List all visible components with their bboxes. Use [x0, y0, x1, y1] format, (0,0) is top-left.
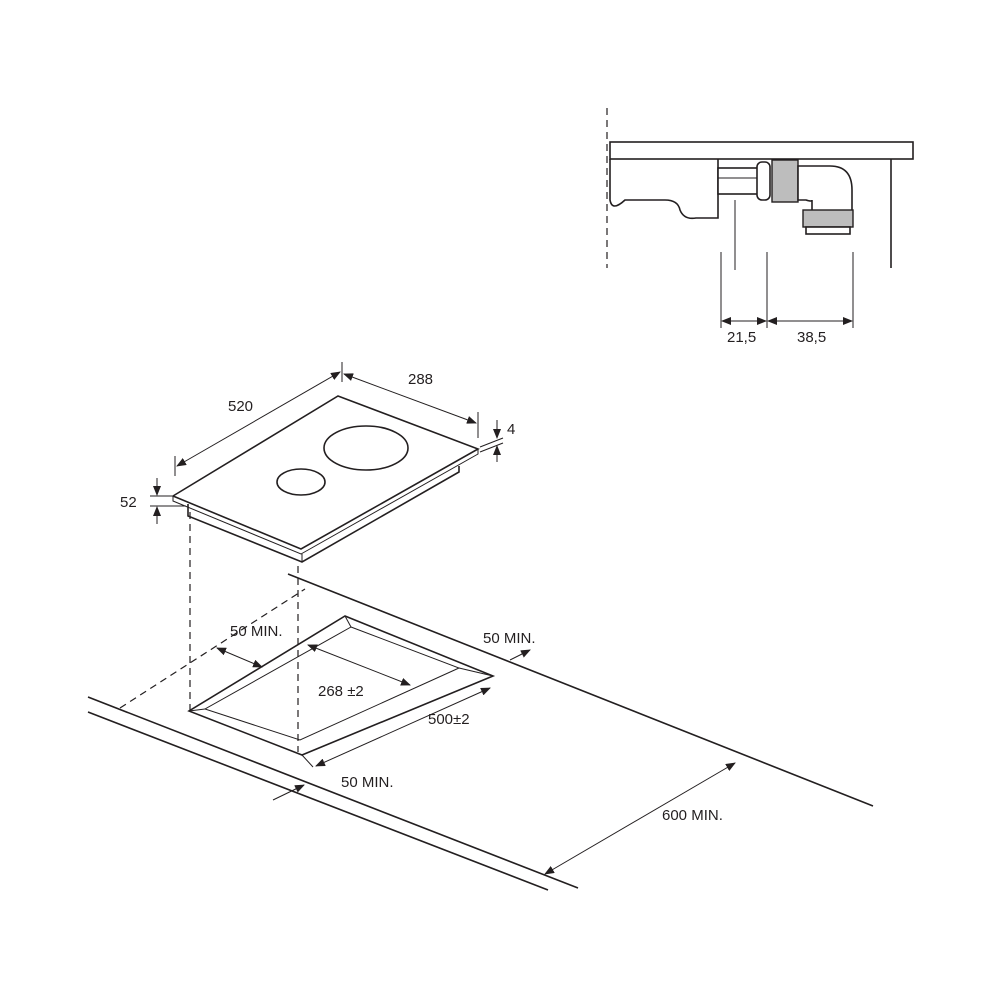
- worktop-back-edge: [287, 573, 874, 807]
- worktop-depth-label: 600 MIN.: [662, 807, 723, 824]
- width-520-arrow: [176, 371, 341, 467]
- glass-4-label: 4: [507, 421, 515, 438]
- worktop-depth-arrow: [544, 762, 736, 875]
- cutout-width-arrow: [315, 687, 491, 767]
- bracket-detail-view: 21,5 38,5: [606, 108, 914, 346]
- worktop-section: [609, 141, 914, 160]
- hob-body-profile: [609, 159, 719, 220]
- elbow-fitting: [802, 209, 854, 228]
- connector-housing: [717, 167, 759, 195]
- cutout-depth-arrow: [307, 644, 411, 686]
- elbow-cap: [805, 226, 851, 235]
- worktop-view: 50 MIN. 50 MIN. 268 ±2 500±2 50 MIN. 600…: [87, 512, 874, 891]
- clearance-left-arrow: [216, 647, 263, 668]
- width-520-label: 520: [228, 398, 253, 415]
- connector-nut: [771, 159, 799, 203]
- dim-38-5-label: 38,5: [797, 329, 826, 346]
- clearance-left-label: 50 MIN.: [230, 623, 283, 640]
- depth-288-arrow: [343, 373, 477, 424]
- clearance-right-arrow: [509, 649, 531, 661]
- cutout-depth-label: 268 ±2: [318, 683, 364, 700]
- worktop-front-edge-lower: [87, 711, 549, 891]
- cutout-inner-edge: [203, 626, 461, 741]
- cutout-width-label: 500±2: [428, 711, 470, 728]
- dim-21-5-label: 21,5: [727, 329, 756, 346]
- clearance-right-label: 50 MIN.: [483, 630, 536, 647]
- worktop-left-dashed: [119, 588, 306, 709]
- elbow-pipe: [797, 165, 853, 213]
- hob-glass-top: [171, 395, 480, 550]
- clearance-front-label: 50 MIN.: [341, 774, 394, 791]
- depth-288-label: 288: [408, 371, 433, 388]
- height-52-label: 52: [120, 494, 137, 511]
- clearance-front-arrow: [272, 784, 305, 801]
- hob-glass-edge: [172, 449, 479, 555]
- flange-ring: [756, 161, 771, 201]
- small-cooking-zone: [276, 468, 326, 496]
- hob-view: 520 288 4 52: [120, 362, 515, 563]
- worktop-front-edge: [87, 696, 579, 889]
